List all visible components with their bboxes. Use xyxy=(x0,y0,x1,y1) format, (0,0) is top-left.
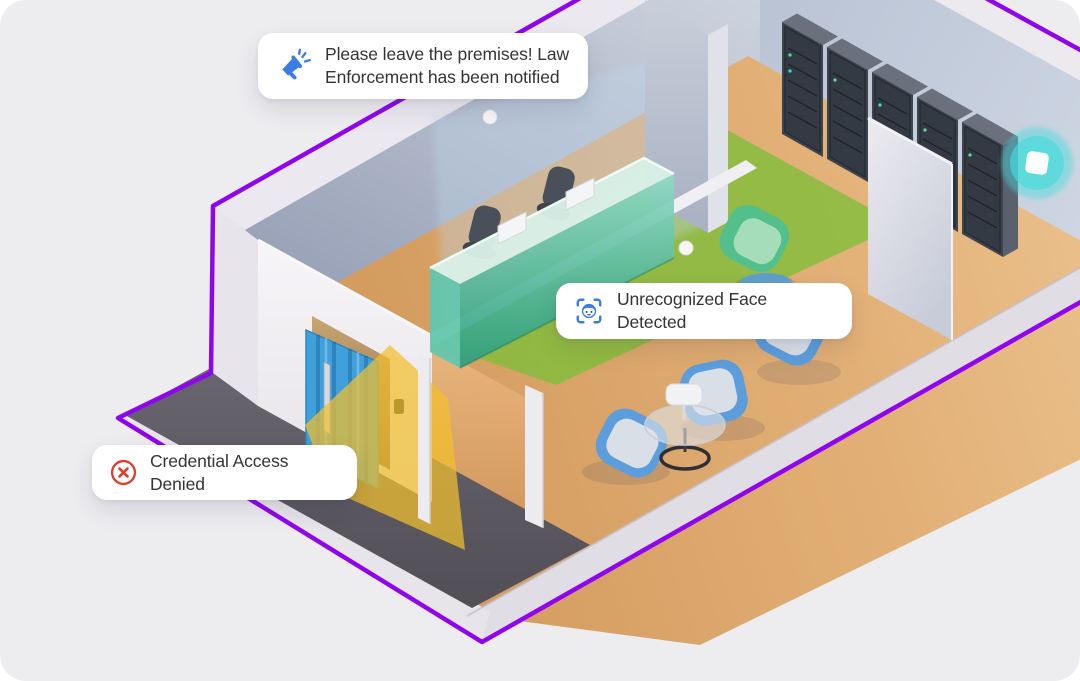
announcement-callout-text: Please leave the premises! Law Enforceme… xyxy=(325,44,570,87)
credential-denied-callout: Credential Access Denied xyxy=(92,445,357,500)
face-detection-callout-text: Unrecognized Face Detected xyxy=(617,289,768,332)
face-scan-icon xyxy=(574,296,604,326)
security-perimeter-outline xyxy=(115,0,1080,645)
desk-monitors xyxy=(497,177,595,245)
motion-dots xyxy=(482,109,694,256)
credential-denied-callout-text: Credential Access Denied xyxy=(150,450,289,494)
megaphone-icon xyxy=(276,48,312,84)
face-detection-callout: Unrecognized Face Detected xyxy=(556,283,852,339)
wall-sensor xyxy=(1001,127,1073,199)
side-table-lamp xyxy=(644,383,726,471)
partial-wall-panel xyxy=(867,116,953,340)
x-circle-icon xyxy=(110,459,137,486)
announcement-callout: Please leave the premises! Law Enforceme… xyxy=(258,33,588,99)
reception-desk xyxy=(429,156,675,369)
